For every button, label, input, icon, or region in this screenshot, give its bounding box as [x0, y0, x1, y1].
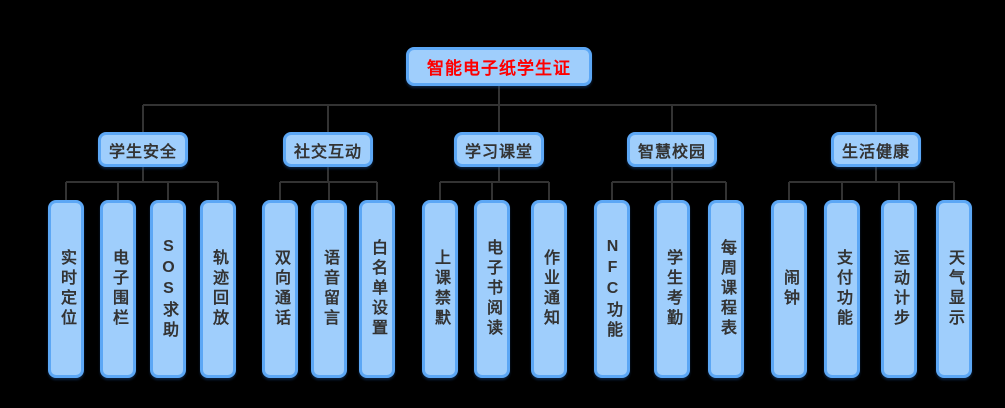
root-node: 智能电子纸学生证 [406, 47, 592, 86]
leaf-level-connector-path [65, 167, 955, 200]
leaf-node-sos-help: SOS求助 [150, 200, 186, 378]
category-node-learning-classroom: 学习课堂 [454, 132, 544, 167]
category-node-smart-campus: 智慧校园 [627, 132, 717, 167]
leaf-node-voice-message: 语音留言 [311, 200, 347, 378]
leaf-node-class-silence: 上课禁默 [422, 200, 458, 378]
leaf-node-step-counter: 运动计步 [881, 200, 917, 378]
leaf-node-weekly-schedule: 每周课程表 [708, 200, 744, 378]
leaf-node-alarm-clock: 闹钟 [771, 200, 807, 378]
category-node-student-safety: 学生安全 [98, 132, 188, 167]
category-node-life-health: 生活健康 [831, 132, 921, 167]
root-level-connector-path [142, 86, 877, 132]
category-node-social-interaction: 社交互动 [283, 132, 373, 167]
leaf-node-attendance: 学生考勤 [654, 200, 690, 378]
leaf-node-ebook-reading: 电子书阅读 [474, 200, 510, 378]
leaf-node-geo-fence: 电子围栏 [100, 200, 136, 378]
leaf-node-realtime-location: 实时定位 [48, 200, 84, 378]
leaf-node-nfc-function: NFC功能 [594, 200, 630, 378]
leaf-node-two-way-call: 双向通话 [262, 200, 298, 378]
leaf-node-homework-notice: 作业通知 [531, 200, 567, 378]
leaf-node-payment-function: 支付功能 [824, 200, 860, 378]
leaf-node-whitelist-setting: 白名单设置 [359, 200, 395, 378]
leaf-node-track-playback: 轨迹回放 [200, 200, 236, 378]
leaf-node-weather-display: 天气显示 [936, 200, 972, 378]
